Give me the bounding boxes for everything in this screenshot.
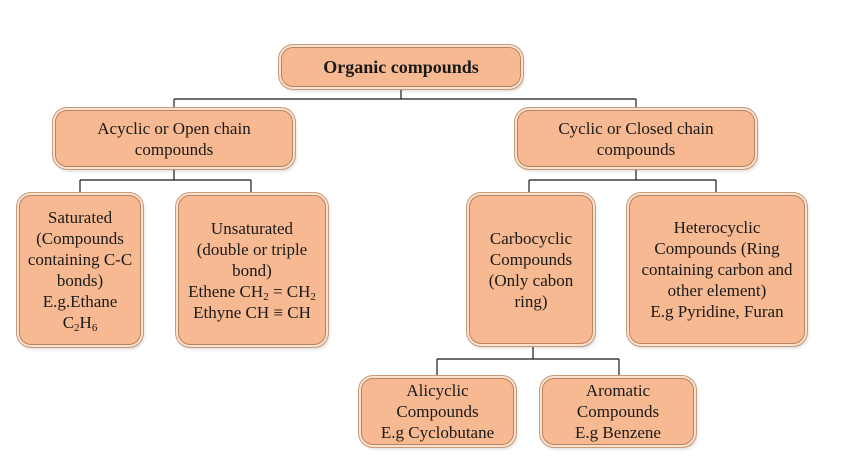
node-alicyclic: Alicyclic Compounds E.g Cyclobutane <box>361 378 514 445</box>
node-line: Heterocyclic <box>673 218 761 237</box>
node-cyclic: Cyclic or Closed chain compounds <box>517 110 755 167</box>
node-line: bond) <box>232 260 272 280</box>
formula-part: Ethene CH <box>188 281 264 301</box>
node-acyclic: Acyclic or Open chain compounds <box>55 110 293 167</box>
ethene-formula: Ethene CH2 = CH2 <box>188 281 316 303</box>
node-line: E.g Benzene <box>575 423 661 442</box>
node-line: E.g Pyridine, Furan <box>650 302 784 321</box>
node-line: (Compounds <box>36 229 124 248</box>
node-saturated: Saturated (Compounds containing C-C bond… <box>19 195 141 345</box>
node-unsaturated: Unsaturated (double or triple bond) Ethe… <box>178 195 326 345</box>
node-line: Compounds (Ring <box>654 239 780 258</box>
node-line: (Only cabon <box>488 270 574 290</box>
node-line: Aromatic <box>585 381 651 400</box>
node-line: containing C-C <box>27 250 133 269</box>
node-line: E.g.Ethane <box>42 292 118 311</box>
node-line: Compounds <box>576 402 660 421</box>
ethyne-formula: Ethyne CH ≡ CH <box>193 302 311 322</box>
formula-part: H <box>79 313 92 332</box>
node-line: Cyclic or Closed chain <box>558 118 714 138</box>
formula-subscript: 6 <box>91 322 98 334</box>
node-label: Organic compounds <box>323 56 479 77</box>
node-line: bonds) <box>56 271 104 290</box>
node-line: Unsaturated <box>210 218 294 238</box>
node-line: other element) <box>667 281 767 300</box>
formula-part: C <box>62 313 75 332</box>
formula-subscript: 2 <box>74 322 80 334</box>
formula-subscript: 2 <box>263 290 269 303</box>
formula-part: = CH <box>268 281 311 301</box>
node-line: Saturated <box>47 208 113 227</box>
node-line: (double or triple <box>196 239 308 259</box>
node-organic-compounds: Organic compounds <box>281 47 521 87</box>
node-carbocyclic: Carbocyclic Compounds (Only cabon ring) <box>469 195 593 344</box>
node-line: ring) <box>514 291 548 311</box>
node-line: Compounds <box>489 249 573 269</box>
node-line: Carbocyclic <box>489 228 573 248</box>
node-line: E.g Cyclobutane <box>380 423 495 442</box>
node-line: compounds <box>134 139 214 159</box>
node-line: Acyclic or Open chain <box>97 118 251 138</box>
node-line: Compounds <box>396 402 479 421</box>
node-line: containing carbon and <box>641 260 793 279</box>
ethane-formula: C2H6 <box>62 312 98 334</box>
node-aromatic: Aromatic Compounds E.g Benzene <box>542 378 694 445</box>
node-heterocyclic: Heterocyclic Compounds (Ring containing … <box>629 195 805 344</box>
node-line: Alicyclic <box>406 381 469 400</box>
formula-subscript: 2 <box>310 290 316 303</box>
node-line: compounds <box>596 139 676 159</box>
